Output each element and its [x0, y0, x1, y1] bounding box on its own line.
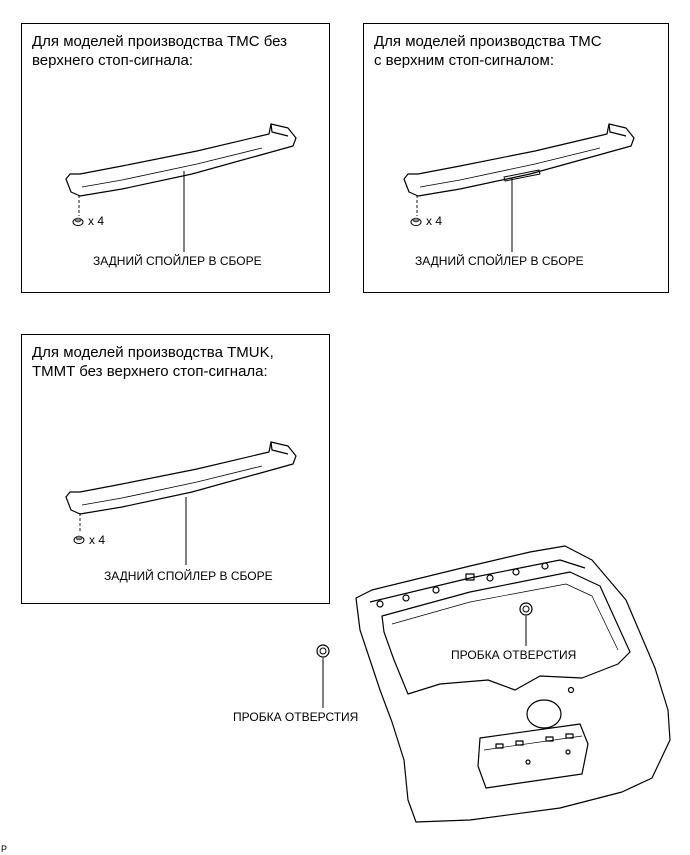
panel-title-line-1: Для моделей производства TMC — [374, 33, 602, 50]
part-label: ЗАДНИЙ СПОЙЛЕР В СБОРЕ — [104, 569, 273, 583]
spoiler-drawing — [65, 123, 297, 252]
clip-icon — [73, 535, 85, 544]
quantity-label: x 4 — [426, 214, 443, 228]
panel-tmc-no-stoplight: Для моделей производства TMC без верхнег… — [21, 23, 330, 293]
corner-mark: P — [1, 844, 8, 854]
clip-icon — [72, 217, 84, 226]
hole-plug-label-right: ПРОБКА ОТВЕРСТИЯ — [451, 648, 577, 662]
panel-title-line-2: верхнего стоп-сигнала: — [32, 52, 193, 69]
panel-tmc-with-stoplight: Для моделей производства TMC с верхним с… — [363, 23, 669, 293]
part-label: ЗАДНИЙ СПОЙЛЕР В СБОРЕ — [93, 254, 262, 268]
hole-plug-left-icon — [316, 644, 330, 658]
hole-plug-right-icon — [519, 602, 533, 616]
clip-icon — [410, 217, 422, 226]
panel-title-line-1: Для моделей производства TMC без — [32, 33, 288, 50]
back-door-outline — [355, 545, 671, 823]
part-label: ЗАДНИЙ СПОЙЛЕР В СБОРЕ — [415, 254, 584, 268]
spoiler-drawing — [403, 123, 635, 252]
panel-title: Для моделей производства TMC с верхним с… — [374, 32, 602, 70]
quantity-label: x 4 — [88, 214, 105, 228]
panel-title: Для моделей производства TMUK, TMMT без … — [32, 343, 274, 381]
panel-tmuk-tmmt-no-stoplight: Для моделей производства TMUK, TMMT без … — [21, 334, 330, 604]
hole-plug-label-left: ПРОБКА ОТВЕРСТИЯ — [233, 710, 359, 724]
panel-title-line-2: с верхним стоп-сигналом: — [374, 52, 555, 69]
quantity-label: x 4 — [89, 533, 106, 547]
spoiler-drawing — [65, 441, 297, 565]
panel-title: Для моделей производства TMC без верхнег… — [32, 32, 287, 70]
panel-title-line-1: Для моделей производства TMUK, — [32, 344, 274, 361]
panel-title-line-2: TMMT без верхнего стоп-сигнала: — [32, 363, 268, 380]
